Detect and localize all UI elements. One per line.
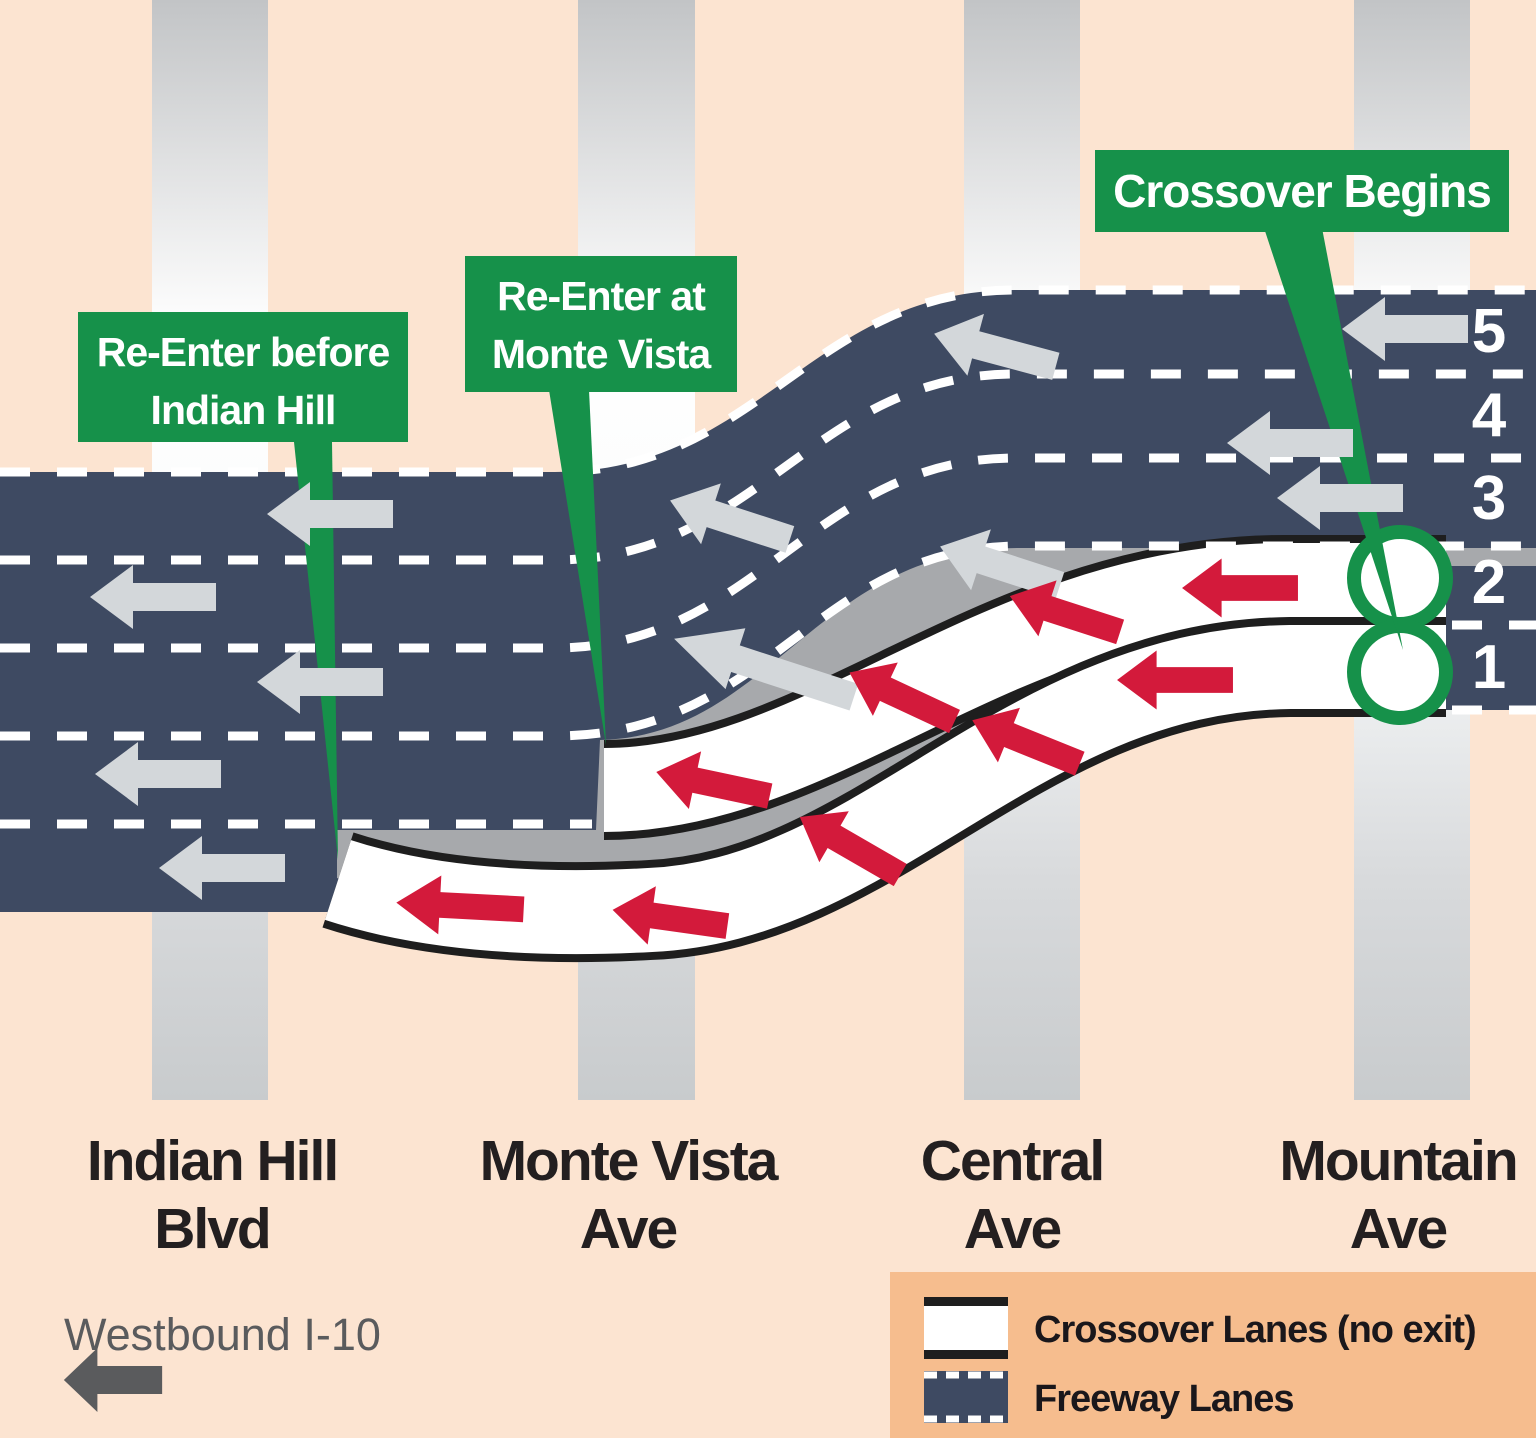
street-name-mountain: Mountain Ave: [1279, 1129, 1518, 1261]
crossover-begin-circles: [1347, 525, 1453, 725]
freeway-left-arrow-icon: [267, 482, 393, 546]
crossover-circle-lane-1: [1347, 619, 1453, 725]
street-name-line2: Blvd: [154, 1197, 270, 1261]
crossover-left-arrow-icon: [612, 886, 730, 945]
freeway-left-arrow-icon: [934, 313, 1060, 380]
freeway-left-arrow-icon: [674, 628, 859, 711]
crossover-left-arrow-icon: [849, 662, 960, 734]
lane-divider-5-4: [0, 369, 1536, 565]
street-names: Indian Hill Blvd Monte Vista Ave Central…: [87, 1129, 1519, 1261]
freeway-left-arrow-icon: [670, 483, 795, 553]
callout-label-line2: Indian Hill: [151, 387, 336, 433]
freeway-left-arrow-icon: [90, 565, 216, 629]
freeway-left-arrow-icon: [1342, 297, 1468, 361]
crossover-left-arrow-icon: [1009, 580, 1125, 645]
pointer-reenter-indian-hill: [294, 442, 338, 860]
freeway-left-arrow-icon: [257, 650, 383, 714]
arrows-layer: [63, 297, 1468, 1412]
lane-divider-4-3: [0, 453, 1536, 653]
street-name-line2: Ave: [964, 1197, 1061, 1261]
street-name-line2: Ave: [580, 1197, 677, 1261]
lane-number-4: 4: [1472, 381, 1507, 450]
lane-number-5: 5: [1472, 297, 1506, 366]
westbound-left-arrow-icon: [63, 1348, 163, 1412]
street-name-line1: Indian Hill: [87, 1129, 337, 1193]
street-name-line1: Central: [921, 1129, 1103, 1193]
street-name-monte-vista: Monte Vista Ave: [480, 1129, 782, 1261]
direction-label: Westbound I-10: [64, 1309, 381, 1360]
callout-box: [78, 312, 408, 442]
legend-label-freeway: Freeway Lanes: [1034, 1378, 1293, 1420]
street-name-central: Central Ave: [921, 1129, 1105, 1261]
callout-reenter-indian-hill: Re-Enter before Indian Hill: [78, 312, 408, 442]
street-name-line1: Mountain: [1279, 1129, 1516, 1193]
legend: Crossover Lanes (no exit) Freeway Lanes: [890, 1272, 1536, 1438]
legend-swatch-freeway: [924, 1371, 1008, 1423]
freeway-left-arrow-icon: [940, 529, 1065, 599]
crossover-circle-lane-2: [1347, 525, 1453, 631]
callout-label-line2: Monte Vista: [492, 331, 713, 377]
street-name-line1: Monte Vista: [480, 1129, 780, 1193]
crossover-left-arrow-icon: [396, 875, 525, 935]
callout-crossover-begins: Crossover Begins: [1095, 150, 1509, 232]
lane-dash-lines: [0, 285, 1536, 829]
freeway-band: [0, 290, 1536, 912]
lane-numbers: 5 4 3 2 1: [1472, 297, 1507, 702]
freeway-left-arrow-icon: [1277, 466, 1403, 530]
callout-label-line1: Re-Enter before: [97, 329, 390, 375]
lane-number-3: 3: [1472, 464, 1506, 533]
street-name-indian-hill: Indian Hill Blvd: [87, 1129, 339, 1261]
legend-swatch-crossover: [924, 1306, 1008, 1350]
callout-label: Crossover Begins: [1113, 165, 1491, 217]
freeway-edge-dash-top: [0, 285, 1536, 477]
lane-number-2: 2: [1472, 548, 1506, 617]
freeway-left-arrow-icon: [159, 836, 285, 900]
crossover-left-arrow-icon: [799, 811, 907, 887]
freeway-left-arrow-icon: [95, 742, 221, 806]
legend-label-crossover: Crossover Lanes (no exit): [1034, 1309, 1476, 1351]
crossover-left-arrow-icon: [972, 707, 1085, 776]
callout-box: [1095, 150, 1509, 232]
crossover-left-arrow-icon: [1182, 558, 1298, 618]
callout-reenter-monte-vista: Re-Enter at Monte Vista: [465, 256, 737, 392]
crossover-left-arrow-icon: [1117, 650, 1233, 710]
freeway-left-arrow-icon: [1227, 411, 1353, 475]
pointer-reenter-monte-vista: [549, 390, 606, 745]
crossover-left-arrow-icon: [656, 751, 773, 809]
callout-box: [465, 256, 737, 392]
callout-label-line1: Re-Enter at: [497, 273, 706, 319]
lane-divider-3-2: [0, 541, 1536, 741]
street-name-line2: Ave: [1350, 1197, 1447, 1261]
lane-number-1: 1: [1472, 633, 1506, 702]
